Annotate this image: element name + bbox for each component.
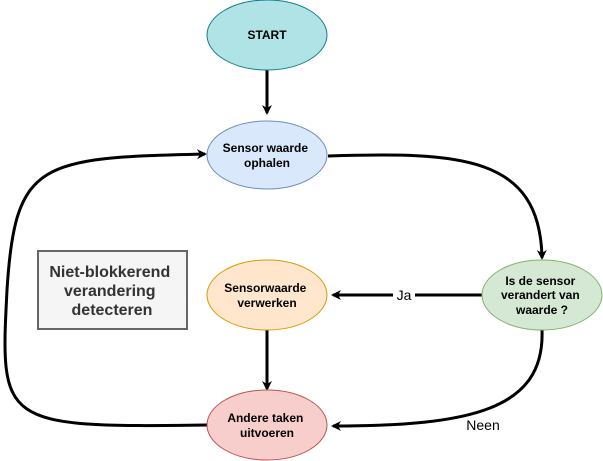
node-sensor-ophalen-line-1: Sensor waarde	[223, 141, 309, 155]
title-line-3: detecteren	[72, 302, 153, 319]
svg-text:Sensorwaarde verwerken: Sensorwaarde verwerken	[224, 281, 309, 310]
node-start-shape	[206, 0, 328, 71]
node-sensor-ophalen-line-2: ophalen	[244, 156, 290, 170]
edge-label-ja: Ja	[397, 287, 412, 303]
node-start-label: START	[247, 28, 287, 42]
node-sensor-ophalen-shape	[206, 120, 328, 190]
ja-label-background	[393, 286, 415, 304]
node-andere-taken-line-1: Andere taken	[227, 411, 303, 425]
edge-andere-to-sensor	[3, 149, 208, 428]
svg-text:Sensor waarde ophalen: Sensor waarde ophalen	[223, 141, 312, 170]
svg-text:START: START	[247, 28, 287, 42]
node-decision-shape	[481, 259, 603, 331]
title-box-text: Niet-blokkerend verandering detecteren	[49, 264, 174, 319]
node-decision-line-2: verandert van	[501, 288, 580, 302]
node-decision-line-1: Is de sensor	[505, 274, 575, 288]
title-line-2: verandering	[64, 283, 156, 300]
node-andere-taken[interactable]: Andere taken uitvoeren	[206, 389, 328, 461]
node-andere-taken-line-2: uitvoeren	[240, 426, 294, 440]
edge-decision-to-andere	[331, 329, 544, 431]
node-verwerken-shape	[206, 259, 328, 331]
svg-text:Is de sensor verandert v: Is de sensor verandert van waarde ?	[501, 274, 583, 317]
node-verwerken-line-2: verwerken	[237, 296, 296, 310]
node-decision[interactable]: Is de sensor verandert van waarde ?	[481, 259, 603, 331]
node-verwerken-line-1: Sensorwaarde	[224, 281, 306, 295]
node-start[interactable]: START	[206, 0, 328, 71]
title-box	[37, 250, 188, 330]
svg-text:Andere taken uitvoeren: Andere taken uitvoeren	[227, 411, 306, 440]
title-line-1: Niet-blokkerend	[49, 264, 170, 281]
edge-label-neen: Neen	[466, 417, 499, 433]
node-verwerken[interactable]: Sensorwaarde verwerken	[206, 259, 328, 331]
node-andere-taken-shape	[206, 389, 328, 461]
node-decision-line-3: waarde ?	[515, 303, 568, 317]
node-sensor-ophalen[interactable]: Sensor waarde ophalen	[206, 120, 328, 190]
edge-sensor-to-decision	[327, 153, 547, 260]
